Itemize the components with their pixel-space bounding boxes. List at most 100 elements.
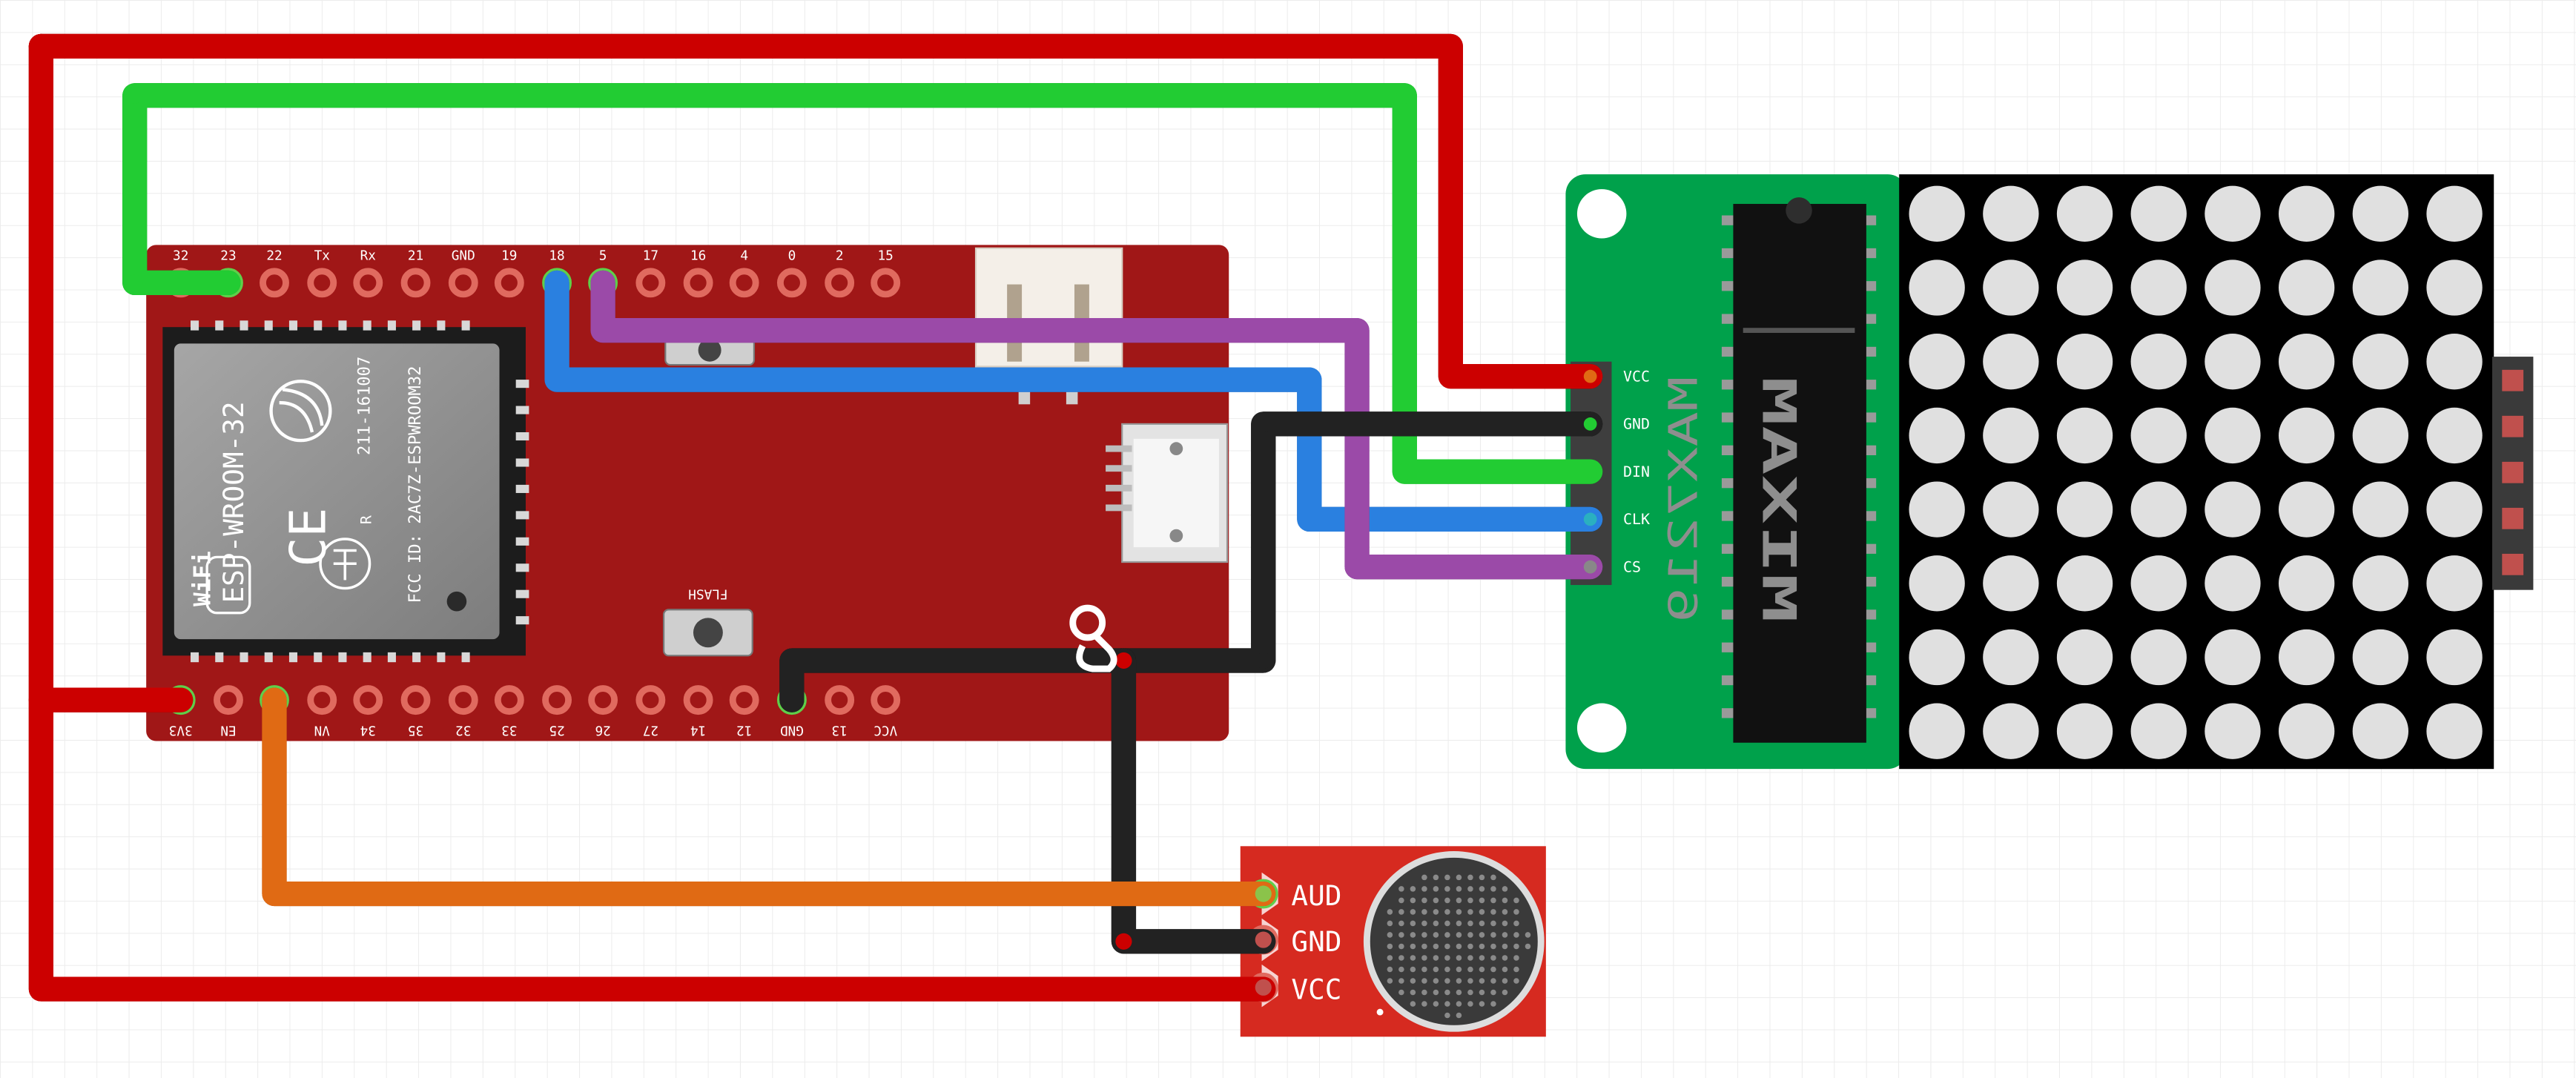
mic-grille-hole bbox=[1467, 920, 1473, 927]
led-dot bbox=[2205, 481, 2261, 538]
led-dot bbox=[2278, 185, 2335, 242]
pin-pad bbox=[729, 685, 759, 715]
microphone-capsule-icon bbox=[1363, 850, 1545, 1032]
pin-label: 3V3 bbox=[169, 723, 193, 738]
mic-grille-hole bbox=[1513, 966, 1519, 973]
mic-grille-hole bbox=[1410, 886, 1416, 892]
mic-grille-hole bbox=[1502, 886, 1508, 892]
led-dot bbox=[2205, 185, 2261, 242]
mic-grille-hole bbox=[1444, 909, 1450, 915]
mic-grille-hole bbox=[1421, 909, 1427, 915]
mic-grille-hole bbox=[1467, 886, 1473, 892]
pin-label: 15 bbox=[878, 248, 894, 263]
chip-brand: MAXIM bbox=[1751, 377, 1806, 623]
mic-grille-hole bbox=[1502, 978, 1508, 984]
mic-grille-hole bbox=[1433, 874, 1439, 881]
max7219-chip: MAXIM MAX7219 bbox=[1661, 197, 1877, 743]
mic-grille-hole bbox=[1421, 978, 1427, 984]
pin-label: VCC bbox=[873, 723, 897, 738]
pin-label: 19 bbox=[501, 248, 517, 263]
flash-button[interactable]: FLASH bbox=[662, 586, 753, 657]
mounting-hole bbox=[1576, 189, 1627, 239]
led-dot bbox=[1983, 555, 2039, 612]
mic-grille-hole bbox=[1433, 966, 1439, 973]
pin-label: 26 bbox=[595, 723, 610, 738]
led-dot bbox=[2278, 481, 2335, 538]
pin-label: EN bbox=[220, 723, 236, 738]
pin-label: 12 bbox=[736, 723, 752, 738]
pin-label: 14 bbox=[690, 723, 706, 738]
r-mark: R bbox=[357, 515, 375, 524]
pin-pad bbox=[448, 268, 478, 298]
mic-grille-hole bbox=[1490, 978, 1496, 984]
led-dot bbox=[1909, 259, 1965, 316]
pin-pad bbox=[400, 268, 431, 298]
led-dot bbox=[1983, 407, 2039, 464]
module-castellations bbox=[191, 320, 529, 663]
mic-grille-hole bbox=[1479, 874, 1485, 881]
mic-grille-hole bbox=[1490, 909, 1496, 915]
mic-pin-label-gnd: GND bbox=[1291, 925, 1341, 958]
wires bbox=[28, 33, 1603, 1002]
mic-grille-hole bbox=[1490, 886, 1496, 892]
led-dot bbox=[1909, 334, 1965, 390]
pin-pad bbox=[542, 685, 572, 715]
pin-label: 34 bbox=[360, 723, 376, 738]
mic-pin-label-aud: AUD bbox=[1291, 879, 1341, 912]
mic-grille-hole bbox=[1421, 920, 1427, 927]
espressif-logo-icon bbox=[269, 380, 332, 443]
led-dot bbox=[2130, 629, 2187, 686]
mic-grille-hole bbox=[1456, 989, 1462, 996]
led-dot bbox=[2130, 259, 2187, 316]
pin-label: Tx bbox=[314, 248, 331, 263]
led-dot bbox=[2426, 481, 2483, 538]
mic-grille-hole bbox=[1467, 978, 1473, 984]
wire-vcc-matrix bbox=[28, 33, 1603, 389]
pin-label: 35 bbox=[408, 723, 423, 738]
pin-label-vcc: VCC bbox=[1623, 367, 1650, 385]
microphone-module[interactable]: AUD GND VCC bbox=[1240, 846, 1546, 1037]
pin-pad bbox=[307, 268, 337, 298]
mic-grille-hole bbox=[1490, 897, 1496, 904]
pin-pad bbox=[776, 268, 807, 298]
pin-pad bbox=[871, 685, 901, 715]
mic-grille-hole bbox=[1398, 932, 1404, 938]
pin-pad bbox=[494, 268, 524, 298]
led-dot bbox=[2426, 185, 2483, 242]
wire-din bbox=[122, 83, 1603, 484]
led-dot bbox=[2130, 703, 2187, 759]
led-dot bbox=[2352, 259, 2409, 316]
led-dot bbox=[1909, 481, 1965, 538]
led-dot bbox=[1909, 629, 1965, 686]
pin-label: 22 bbox=[266, 248, 282, 263]
pin-label-clk: CLK bbox=[1623, 510, 1650, 528]
pin-pad bbox=[635, 268, 666, 298]
mic-grille-hole bbox=[1456, 966, 1462, 973]
pin-label: 2 bbox=[836, 248, 844, 263]
mic-grille-hole bbox=[1410, 1001, 1416, 1007]
mic-grille-hole bbox=[1479, 978, 1485, 984]
mic-grille-hole bbox=[1421, 897, 1427, 904]
mic-grille-hole bbox=[1444, 966, 1450, 973]
mic-grille-hole bbox=[1444, 920, 1450, 927]
led-dot bbox=[1983, 481, 2039, 538]
pin-label: 23 bbox=[220, 248, 236, 263]
pin-pad bbox=[448, 685, 478, 715]
mic-grille-hole bbox=[1410, 897, 1416, 904]
mic-grille-hole bbox=[1513, 897, 1519, 904]
mic-grille-hole bbox=[1421, 989, 1427, 996]
mic-grille bbox=[1387, 874, 1531, 1019]
module-name: ESP-WROOM-32 bbox=[217, 401, 250, 603]
bottom-pin-pads[interactable] bbox=[214, 685, 901, 715]
mic-grille-hole bbox=[1398, 978, 1404, 984]
max7219-module[interactable]: MAXIM MAX7219 VCC GND DIN CLK CS bbox=[1565, 174, 2534, 770]
mic-grille-hole bbox=[1410, 966, 1416, 973]
mic-grille-hole bbox=[1421, 943, 1427, 950]
led-dot bbox=[2278, 334, 2335, 390]
led-dot bbox=[2056, 334, 2113, 390]
led-dot bbox=[2352, 555, 2409, 612]
mic-grille-hole bbox=[1525, 943, 1531, 950]
pin-pad bbox=[494, 685, 524, 715]
mic-grille-hole bbox=[1479, 989, 1485, 996]
